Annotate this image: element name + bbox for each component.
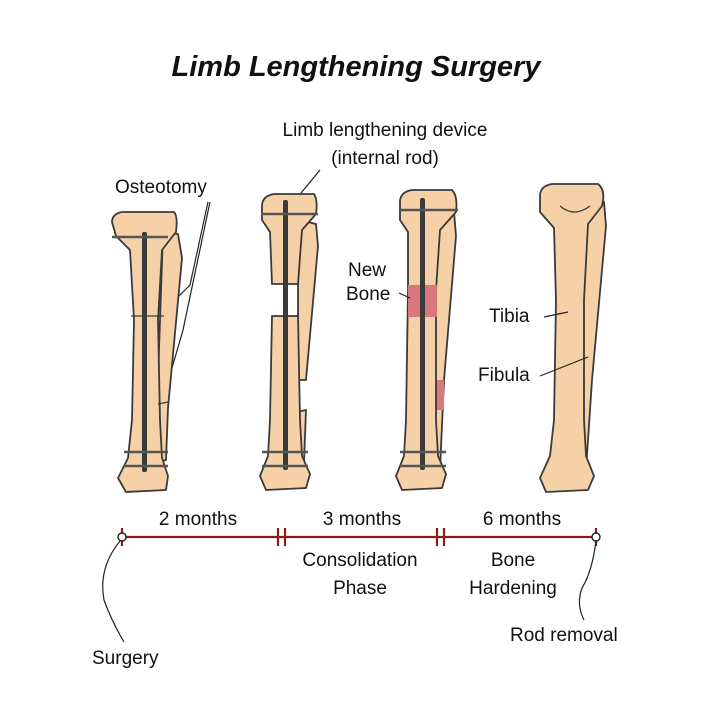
timeline-end-marker [591, 532, 601, 542]
period-label-2: 3 months [323, 509, 401, 530]
tibia-bone [395, 189, 458, 491]
period-label-3: 6 months [483, 509, 561, 530]
phase-2-label-line1: Bone [491, 550, 535, 571]
diagram-title: Limb Lengthening Surgery [172, 51, 543, 83]
phase-2-label-line2: Hardening [469, 578, 557, 599]
tibia-leader-line [543, 311, 569, 318]
new-bone-label-line1: New [348, 260, 386, 281]
fibula-label: Fibula [478, 365, 530, 386]
new-bone-leader-line [398, 292, 411, 299]
osteotomy-cut-fibula [157, 401, 169, 405]
phase-1-label-line2: Phase [333, 578, 387, 599]
period-label-1: 2 months [159, 509, 237, 530]
leg-final-stage [539, 183, 607, 493]
tibia-bone [539, 183, 605, 493]
leg-consolidation-stage [395, 189, 458, 491]
surgery-leader-line [102, 540, 125, 643]
device-label-line1: Limb lengthening device [283, 120, 488, 141]
tibia-label: Tibia [489, 306, 530, 327]
osteotomy-label: Osteotomy [115, 177, 207, 198]
tibia-plateau-line [559, 205, 591, 213]
new-bone-fibula [434, 380, 444, 410]
phase-1-label-line1: Consolidation [302, 550, 417, 571]
rod-removal-leader-line [578, 540, 597, 621]
timeline: 2 months 3 months 6 months Consolidation… [92, 509, 618, 669]
internal-rod [142, 232, 147, 472]
rod-removal-label: Rod removal [510, 625, 618, 646]
leg-distraction-stage [259, 193, 319, 491]
device-label-line2: (internal rod) [331, 148, 439, 169]
fibula-leader-line [539, 356, 589, 377]
internal-rod-extended [283, 200, 288, 470]
new-bone-label-line2: Bone [346, 284, 390, 305]
internal-rod [420, 198, 425, 470]
leg-surgery-stage [111, 211, 183, 493]
timeline-start-marker [117, 532, 127, 542]
surgery-label: Surgery [92, 648, 159, 669]
tibia-upper-bone [261, 193, 318, 285]
